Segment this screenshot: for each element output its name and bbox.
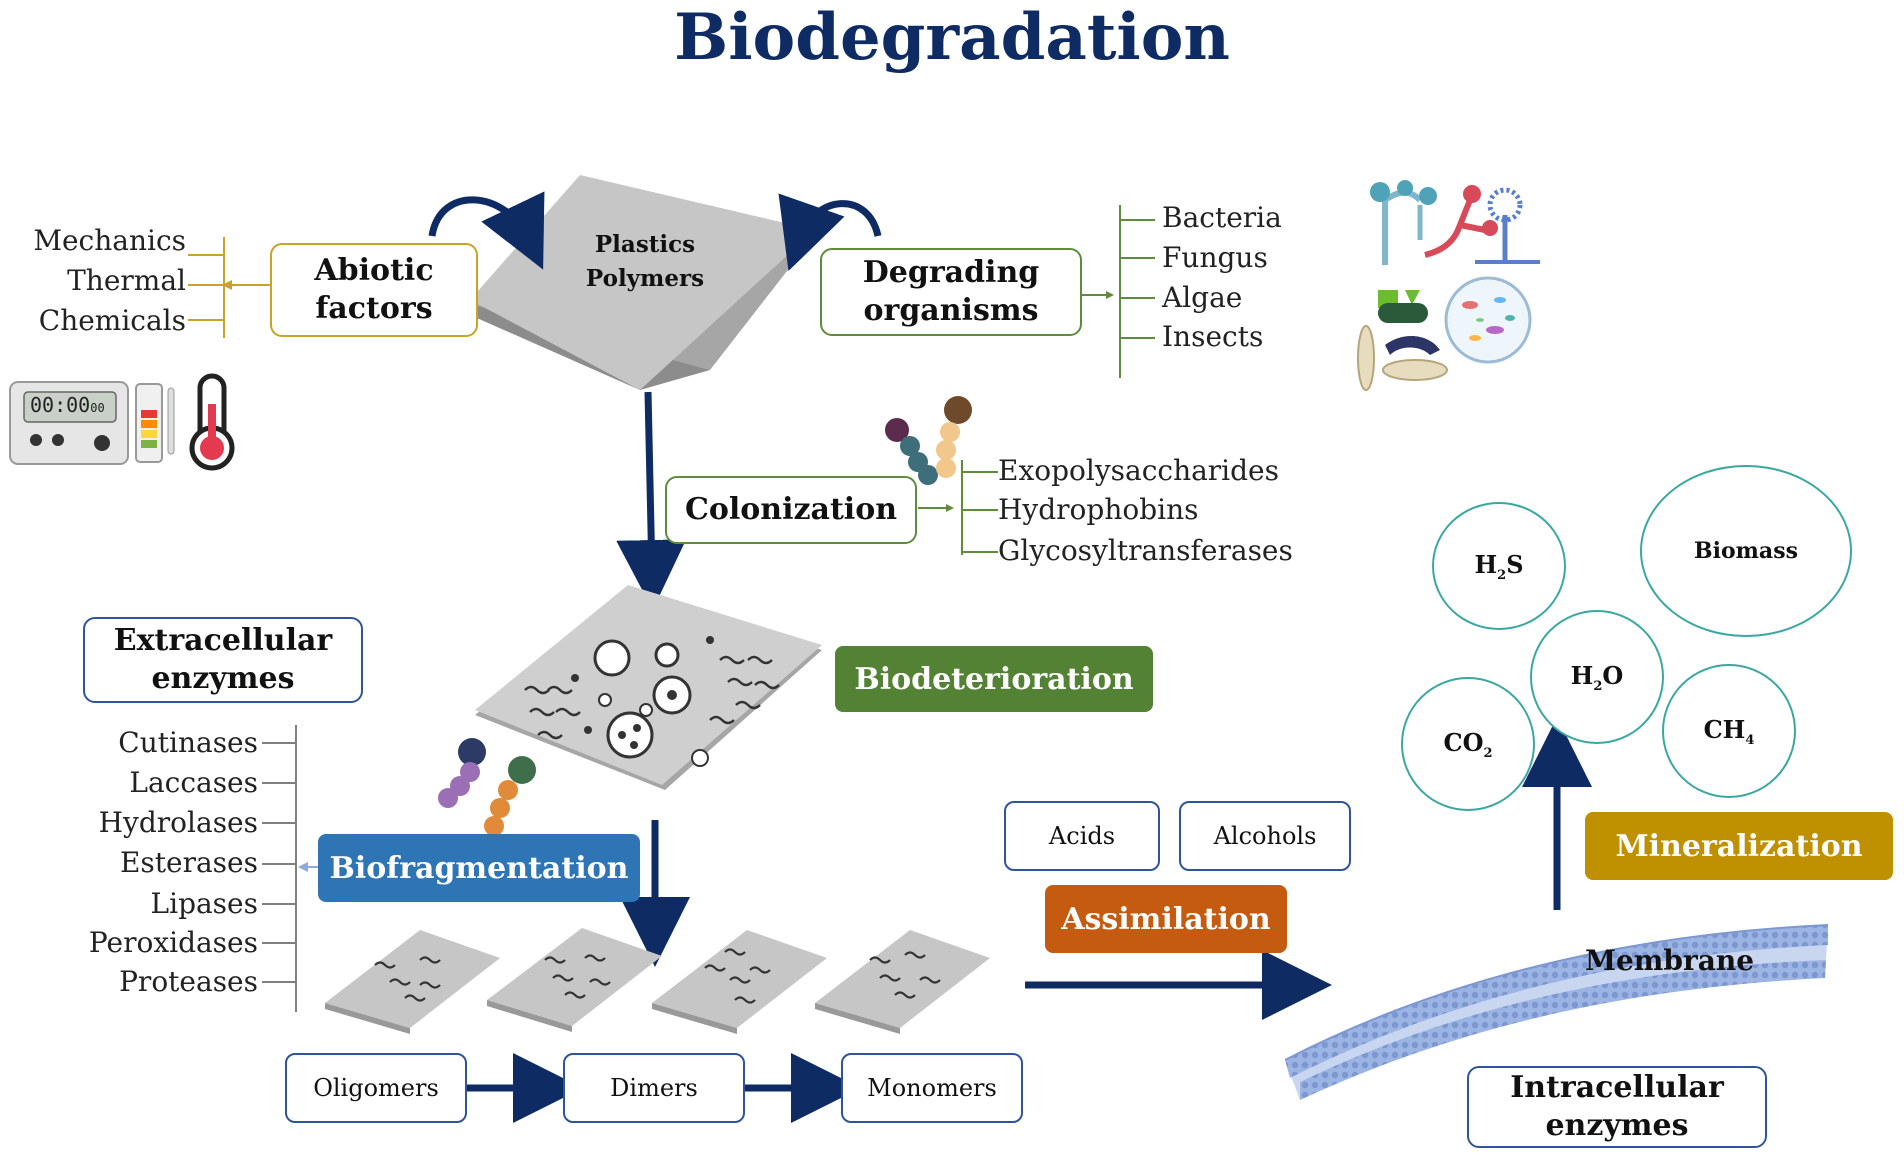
abiotic-item: Thermal [67, 264, 186, 297]
organism-item: Bacteria [1162, 201, 1282, 234]
mineralization-label: Mineralization [1615, 828, 1863, 864]
plastics-label-line1: Plastics [594, 231, 696, 258]
fungi-icon [1370, 180, 1540, 265]
oligomers-label: Oligomers [313, 1074, 439, 1102]
degrading-label-line2: organisms [863, 293, 1039, 328]
enzyme-icon-colonization [885, 396, 972, 485]
biodeterioration-plate [475, 585, 822, 790]
abiotic-label-line2: factors [315, 291, 433, 326]
degrading-label-line1: Degrading [862, 255, 1040, 290]
biodeterioration-label: Biodeterioration [854, 661, 1134, 697]
h2o-label: H2O [1570, 660, 1624, 694]
organism-item: Algae [1162, 281, 1243, 314]
membrane-label: Membrane [1585, 944, 1755, 977]
degrading-bracket [1082, 205, 1155, 378]
colonization-item: Hydrophobins [998, 493, 1199, 526]
timer-icon [9, 381, 129, 465]
assimilation-label: Assimilation [1061, 901, 1271, 937]
h2o-bubble: H2O [1530, 610, 1664, 744]
extracellular-bracket [262, 725, 318, 1012]
enzyme-item: Hydrolases [98, 806, 258, 839]
membrane-graphic [1284, 924, 1829, 1100]
assimilation-box: Assimilation [1045, 885, 1287, 953]
plastics-label-line2: Polymers [585, 265, 705, 292]
page-title: Biodegradation [674, 0, 1230, 75]
intracellular-label-line1: Intracellular [1510, 1070, 1724, 1105]
abiotic-item: Mechanics [33, 224, 186, 257]
ch4-bubble: CH4 [1662, 664, 1796, 798]
fragment-plates [325, 928, 990, 1034]
insects-icon [1357, 325, 1448, 391]
h2s-label: H2S [1474, 549, 1524, 583]
intracellular-label-line2: enzymes [1545, 1108, 1689, 1143]
biofragmentation-box: Biofragmentation [318, 834, 640, 902]
plastics-plate [470, 175, 815, 390]
biodeterioration-box: Biodeterioration [835, 646, 1153, 712]
enzyme-item: Lipases [150, 887, 258, 920]
abiotic-label-line1: Abiotic [314, 253, 434, 288]
abiotic-factors-box: Abiotic factors [270, 243, 478, 337]
biomass-label: Biomass [1694, 538, 1798, 564]
acids-label: Acids [1048, 822, 1116, 850]
timer-display-small: 00 [90, 401, 105, 415]
timer-display: 00:0000 [30, 393, 105, 417]
colonization-item: Glycosyltransferases [998, 534, 1293, 567]
biomass-bubble: Biomass [1640, 465, 1852, 637]
h2s-bubble: H2S [1432, 502, 1566, 630]
colonization-bracket [918, 460, 998, 555]
abiotic-bracket [188, 237, 270, 338]
degrading-curved-arrow [778, 193, 882, 272]
bacteria-icon [1444, 276, 1532, 364]
mineralization-box: Mineralization [1585, 812, 1893, 880]
extracellular-enzymes-box: Extracellular enzymes [83, 617, 363, 703]
acids-box: Acids [1004, 801, 1160, 871]
co2-bubble: CO2 [1401, 677, 1535, 811]
enzyme-item: Laccases [129, 766, 258, 799]
organism-item: Insects [1162, 320, 1264, 353]
co2-label: CO2 [1443, 727, 1493, 761]
enzyme-item: Peroxidases [88, 926, 258, 959]
dimers-label: Dimers [610, 1074, 698, 1102]
abiotic-item: Chemicals [38, 304, 186, 337]
ch4-label: CH4 [1703, 714, 1755, 748]
intracellular-enzymes-box: Intracellular enzymes [1467, 1066, 1767, 1148]
algae-icon [1378, 290, 1428, 323]
enzyme-item: Proteases [119, 965, 258, 998]
extracellular-label-line2: enzymes [151, 661, 295, 696]
abiotic-curved-arrow [428, 191, 545, 270]
alcohols-label: Alcohols [1213, 822, 1317, 850]
alcohols-box: Alcohols [1179, 801, 1351, 871]
plate-to-deterioration-arrow [616, 391, 687, 610]
monomers-label: Monomers [867, 1074, 997, 1102]
colonization-box: Colonization [665, 476, 917, 544]
organism-item: Fungus [1162, 241, 1268, 274]
colonization-label: Colonization [684, 492, 898, 527]
colonization-item: Exopolysaccharides [998, 454, 1279, 487]
timer-display-main: 00:00 [30, 393, 91, 417]
plastics-polymers-label: Plastics Polymers [560, 228, 730, 296]
monomers-box: Monomers [841, 1053, 1023, 1123]
enzyme-icon-fragmentation [438, 738, 536, 836]
degrading-organisms-box: Degrading organisms [820, 248, 1082, 336]
oligomers-box: Oligomers [285, 1053, 467, 1123]
enzyme-item: Esterases [119, 846, 258, 879]
dimers-box: Dimers [563, 1053, 745, 1123]
test-tube-icon [135, 383, 175, 463]
extracellular-label-line1: Extracellular [113, 623, 333, 658]
thermometer-icon [189, 373, 235, 471]
biofragmentation-label: Biofragmentation [329, 850, 629, 886]
enzyme-item: Cutinases [118, 726, 258, 759]
